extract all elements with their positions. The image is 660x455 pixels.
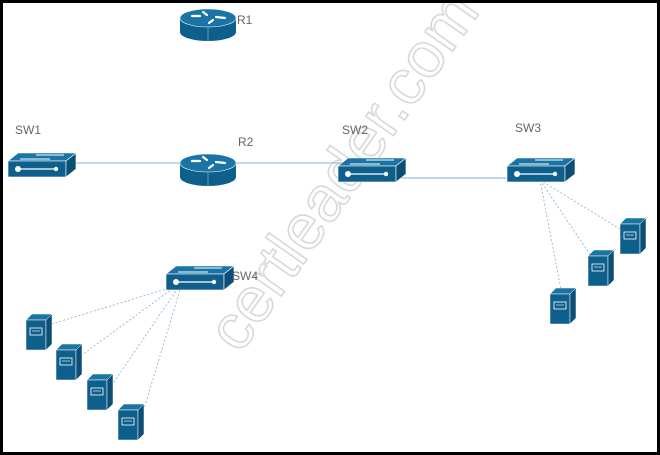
label-sw2: SW2	[342, 123, 368, 137]
server[interactable]	[619, 217, 647, 255]
access-links	[47, 179, 626, 413]
server[interactable]	[25, 313, 53, 351]
server[interactable]	[117, 403, 145, 441]
label-sw4: SW4	[232, 269, 258, 283]
links	[70, 162, 510, 179]
label-sw3: SW3	[515, 121, 541, 135]
label-sw1: SW1	[15, 123, 41, 137]
switch-sw1[interactable]	[7, 152, 77, 178]
label-r2: R2	[238, 135, 254, 149]
router-r2[interactable]	[178, 152, 238, 188]
switch-sw2[interactable]	[337, 157, 407, 183]
server[interactable]	[549, 287, 577, 325]
server[interactable]	[86, 373, 114, 411]
topology-canvas: certleader.com R1 R2 SW1 SW2 SW3 SW4	[7, 3, 647, 441]
server[interactable]	[55, 343, 83, 381]
label-r1: R1	[237, 13, 253, 27]
router-r1[interactable]	[178, 7, 238, 43]
server[interactable]	[587, 249, 615, 287]
switch-sw3[interactable]	[506, 157, 576, 183]
watermark: certleader.com	[192, 3, 492, 363]
switch-sw4[interactable]	[165, 265, 235, 291]
